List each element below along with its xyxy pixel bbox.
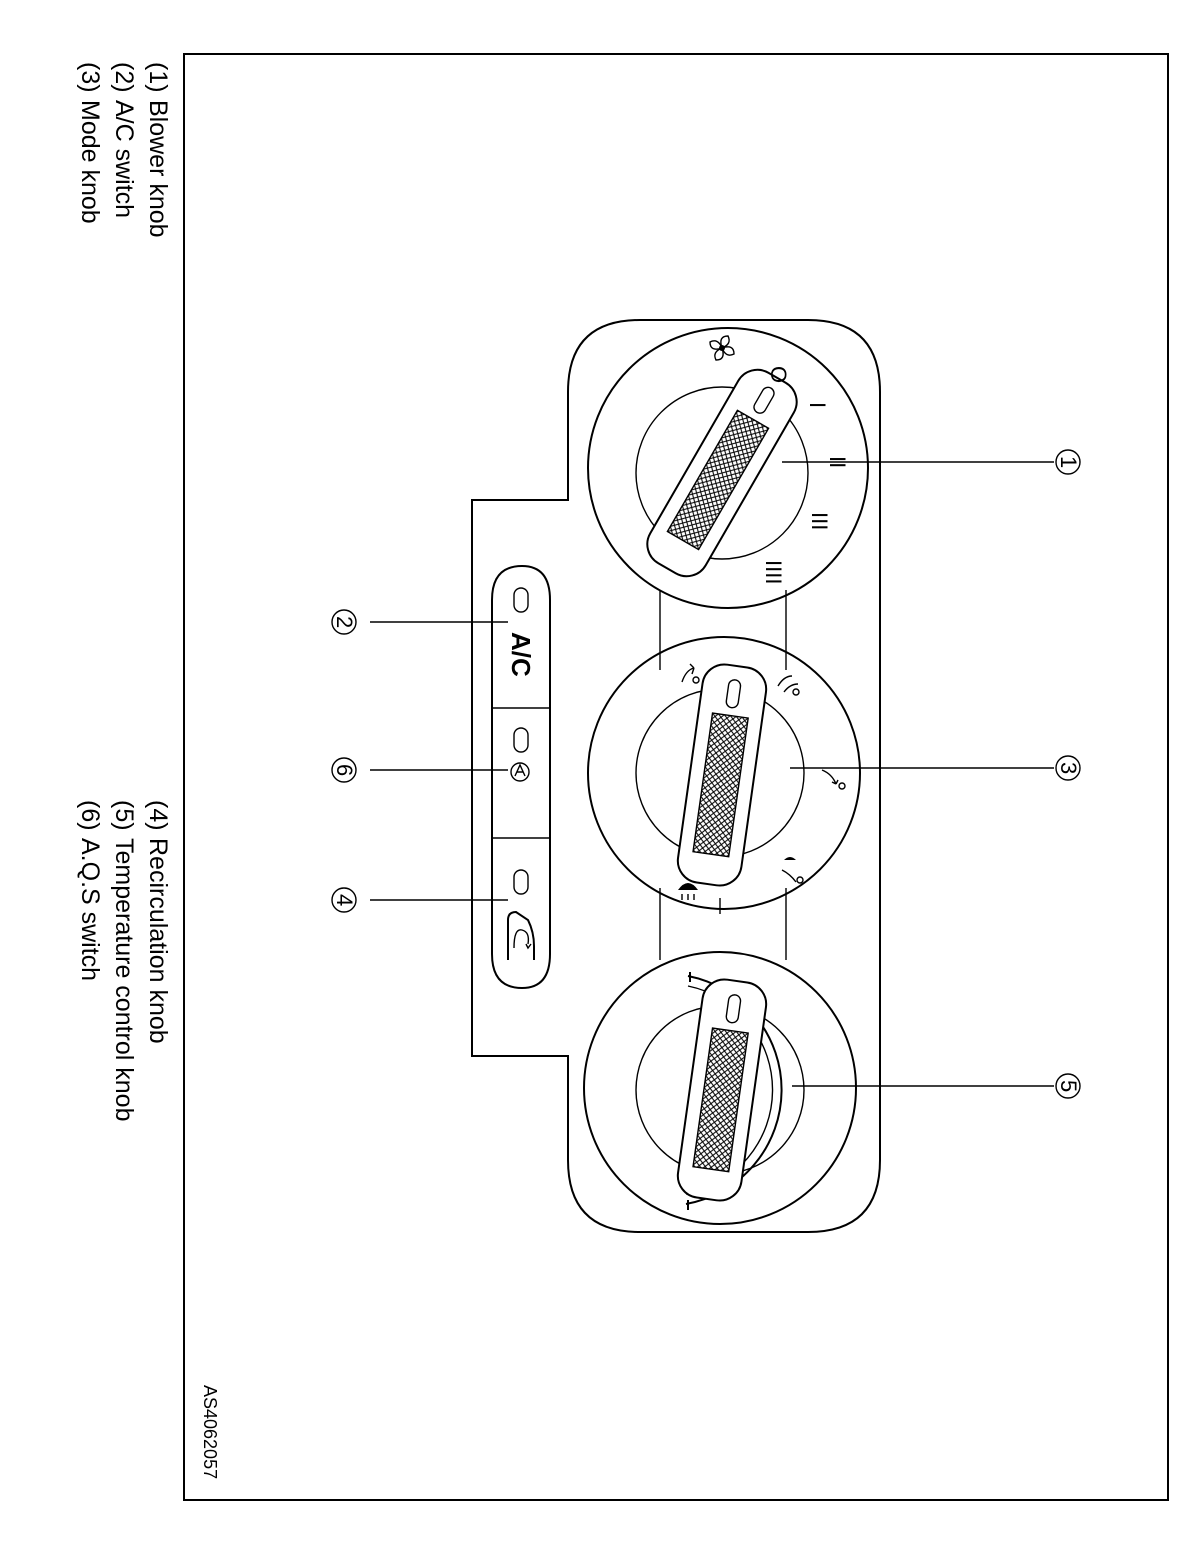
blower-knob[interactable] (587, 327, 869, 609)
callout-6: 6 (331, 757, 508, 783)
aqs-icon (510, 762, 530, 782)
recirculation-indicator-led (513, 869, 529, 895)
fan-icon (709, 335, 735, 361)
legend-num-3: (3) (76, 62, 104, 93)
callout-4: 4 (331, 887, 508, 913)
legend-label-6: A.Q.S switch (76, 838, 104, 981)
recirculation-switch[interactable] (507, 869, 535, 960)
ac-switch-label: A/C (506, 632, 536, 677)
legend-num-2: (2) (110, 62, 138, 93)
legend-left: (1) Blower knob (2) A/C switch (3) Mode … (76, 62, 172, 238)
ac-indicator-led (513, 587, 529, 613)
bilevel-icon (777, 675, 800, 696)
aqs-indicator-led (513, 727, 529, 753)
mode-knob[interactable] (587, 636, 861, 914)
callout-6-number: 6 (332, 764, 357, 776)
blower-scale-off: O (766, 366, 791, 383)
callout-3: 3 (790, 755, 1081, 781)
legend-right: (4) Recirculation knob (5) Temperature c… (76, 800, 172, 1121)
legend-label-4: Recirculation knob (144, 838, 172, 1044)
callout-2-number: 2 (332, 616, 357, 628)
callout-3-number: 3 (1056, 762, 1081, 774)
legend-label-5: Temperature control knob (110, 838, 138, 1121)
face-vent-icon (681, 663, 700, 684)
legend-num-1: (1) (144, 62, 172, 93)
callout-1: 1 (782, 449, 1081, 475)
button-column (491, 564, 551, 990)
callout-5: 5 (792, 1073, 1081, 1099)
callout-4-number: 4 (332, 894, 357, 906)
legend-label-3: Mode knob (76, 100, 104, 224)
callout-2: 2 (331, 609, 508, 635)
foot-defrost-icon (781, 857, 804, 884)
panel-outline (471, 319, 881, 1233)
recirculation-icon (507, 910, 535, 960)
callout-5-number: 5 (1056, 1080, 1081, 1092)
figure-frame (183, 53, 1169, 1501)
blower-scale-4: IIII (761, 560, 786, 584)
legend-num-5: (5) (110, 800, 138, 831)
temperature-control-knob[interactable] (583, 951, 857, 1225)
defrost-icon (678, 883, 698, 900)
blower-scale-1: I (805, 402, 830, 408)
ac-switch[interactable]: A/C (506, 587, 536, 677)
legend-label-1: Blower knob (144, 100, 172, 238)
aqs-switch[interactable] (510, 727, 530, 782)
legend-label-2: A/C switch (110, 100, 138, 218)
callout-1-number: 1 (1056, 456, 1081, 468)
blower-scale-3: III (807, 512, 832, 530)
foot-vent-icon (821, 769, 846, 790)
legend-num-4: (4) (144, 800, 172, 831)
legend-num-6: (6) (76, 800, 104, 831)
figure-code: AS4062057 (200, 1385, 220, 1479)
